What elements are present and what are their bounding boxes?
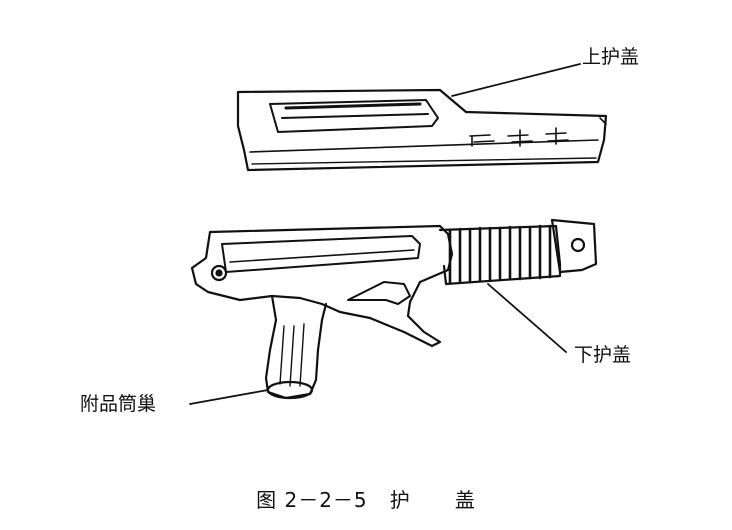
accessory-compartment-label: 附品筒巢: [80, 393, 157, 415]
figure-number: 图 2－2－5: [256, 488, 368, 512]
leader-lines: [189, 63, 581, 405]
figure-title: 护 盖: [389, 488, 476, 512]
upper-cover-drawing: [236, 88, 608, 172]
upper-cover-label: 上护盖: [582, 46, 640, 68]
lower-cover-label: 下护盖: [574, 344, 632, 366]
accessory-compartment-leader: [189, 389, 269, 405]
lower-cover-leader: [487, 283, 567, 353]
figure-caption: 图 2－2－5 护 盖: [0, 484, 732, 513]
upper-cover-leader: [451, 63, 581, 97]
lower-cover-drawing: [190, 218, 598, 400]
